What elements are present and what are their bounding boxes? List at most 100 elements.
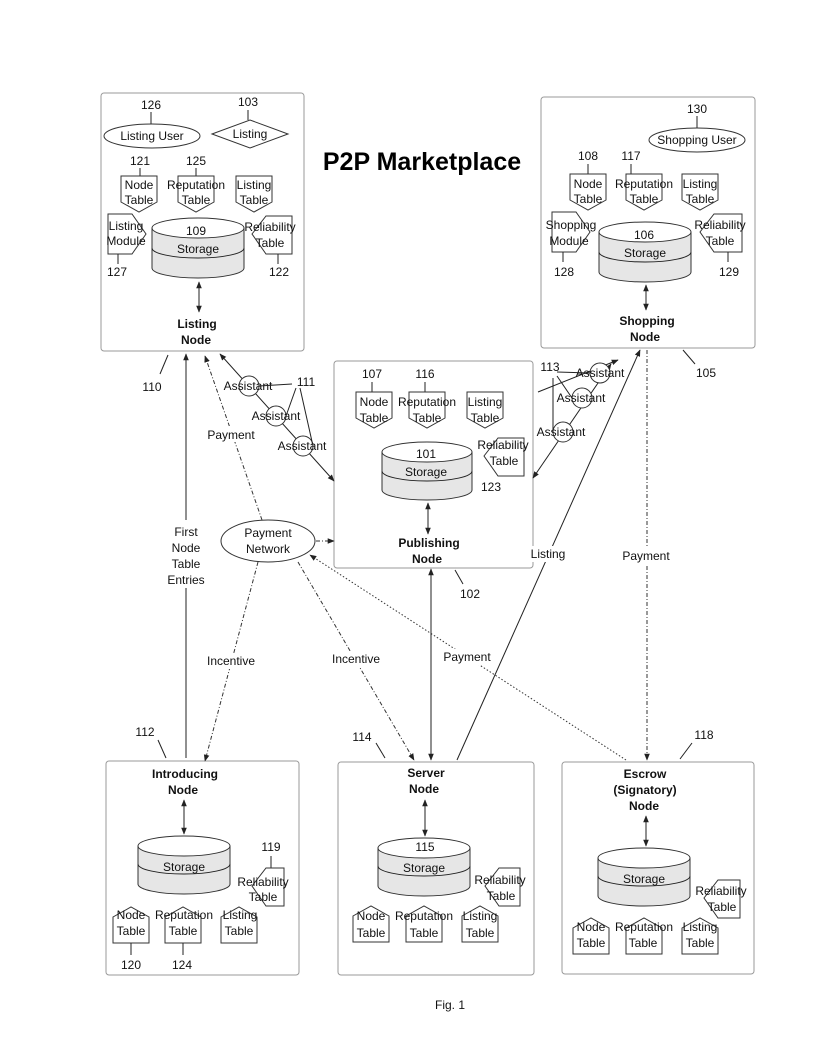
shopping-reliability-l1: Reliability xyxy=(694,218,745,232)
shopping-module-ref: 128 xyxy=(554,265,574,279)
label-first-l1: First xyxy=(174,525,198,539)
listing-node-title-l1: Listing xyxy=(177,317,216,331)
server-node-box xyxy=(337,761,535,976)
shopping-reputation-table-ref: 117 xyxy=(621,149,640,163)
publishing-reliability-table-shape xyxy=(483,437,525,477)
shopping-listing-table-l1: Listing xyxy=(683,177,718,191)
introducing-node-table-ref: 120 xyxy=(121,958,141,972)
listing-listing-table-l1: Listing xyxy=(237,178,272,192)
server-reputation-table-l1: Reputation xyxy=(395,909,453,923)
escrow-node-table-l1: Node xyxy=(577,920,606,934)
escrow-node-title-l1: Escrow xyxy=(624,767,667,781)
shopping-module-shape xyxy=(551,211,591,253)
server-node-group: 114 Server Node 115 Storage Reliability … xyxy=(337,730,535,976)
escrow-storage-label: Storage xyxy=(623,872,665,886)
edge-payment-to-listing xyxy=(204,355,263,521)
server-node-table-l1: Node xyxy=(357,909,386,923)
server-listing-table-l2: Table xyxy=(466,926,495,940)
payment-network-l1: Payment xyxy=(244,526,292,540)
shopping-storage-ref: 106 xyxy=(634,228,654,242)
shopping-node-group: 130 Shopping User 108 Node Table 117 Rep… xyxy=(540,96,756,380)
server-storage-cylinder xyxy=(377,837,471,897)
escrow-node-title-l2: (Signatory) xyxy=(613,783,676,797)
publishing-reliability-ref: 123 xyxy=(481,480,501,494)
publishing-listing-table-l1: Listing xyxy=(468,395,503,409)
listing-user-label: Listing User xyxy=(120,129,183,143)
introducing-storage-cylinder xyxy=(137,835,231,895)
label-first-l3: Table xyxy=(172,557,201,571)
shopping-reliability-table-shape xyxy=(699,213,743,253)
label-listing-shopping: Listing xyxy=(531,547,566,561)
listing-node-group: 126 Listing User 103 Listing 121 Node Ta… xyxy=(100,92,305,394)
publishing-node-group: 107 Node Table 116 Reputation Table List… xyxy=(333,360,534,601)
label-payment-escrow: Payment xyxy=(622,549,670,563)
introducing-node-title-l1: Introducing xyxy=(152,767,218,781)
shopping-node-table-ref: 108 xyxy=(578,149,598,163)
listing-storage-ref: 109 xyxy=(186,224,206,238)
server-node-title-l2: Node xyxy=(409,782,439,796)
diagram-title: P2P Marketplace xyxy=(323,148,521,176)
introducing-node-group: 112 Introducing Node Storage 119 Reliabi… xyxy=(105,725,300,976)
introducing-node-table-l2: Table xyxy=(117,924,146,938)
assistant-label-3: Assistant xyxy=(278,439,327,453)
listing-user-ellipse xyxy=(103,123,201,149)
shopping-listing-table-l2: Table xyxy=(686,192,715,206)
shopping-node-table-l2: Table xyxy=(574,192,603,206)
shopping-node-box xyxy=(540,96,756,349)
listing-reputation-table-l1: Reputation xyxy=(167,178,225,192)
publishing-reputation-table-l2: Table xyxy=(413,411,442,425)
shopping-storage-label: Storage xyxy=(624,246,666,260)
assistant-label-6: Assistant xyxy=(537,425,586,439)
introducing-storage-label: Storage xyxy=(163,860,205,874)
label-payment-server: Payment xyxy=(443,650,491,664)
listing-node-title-l2: Node xyxy=(181,333,211,347)
shopping-user-ellipse xyxy=(648,127,746,153)
listing-module-shape xyxy=(107,213,147,255)
publishing-storage-label: Storage xyxy=(405,465,447,479)
shopping-storage-cylinder xyxy=(598,221,692,283)
listing-reliability-ref: 122 xyxy=(269,265,289,279)
publishing-node-table-l2: Table xyxy=(360,411,389,425)
server-reliability-l1: Reliability xyxy=(474,873,525,887)
escrow-reliability-table-shape xyxy=(703,879,741,919)
label-first-l4: Entries xyxy=(167,573,204,587)
shopping-module-l1: Shopping xyxy=(546,218,597,232)
shopping-reliability-ref: 129 xyxy=(719,265,739,279)
introducing-reputation-table-l2: Table xyxy=(169,924,198,938)
introducing-node-table-l1: Node xyxy=(117,908,146,922)
introducing-listing-table-l1: Listing xyxy=(223,908,258,922)
introducing-node-box xyxy=(105,760,300,976)
publishing-reliability-l2: Table xyxy=(490,454,519,468)
listing-diamond xyxy=(210,119,290,149)
escrow-listing-table-l2: Table xyxy=(686,936,715,950)
publishing-node-table-l1: Node xyxy=(360,395,389,409)
listing-node-table-l2: Table xyxy=(125,193,154,207)
escrow-node-group: 118 Escrow (Signatory) Node Storage Reli… xyxy=(561,728,755,975)
publishing-listing-table-l2: Table xyxy=(471,411,500,425)
shopping-user-label: Shopping User xyxy=(657,133,736,147)
introducing-reliability-l2: Table xyxy=(249,890,278,904)
escrow-node-table-l2: Table xyxy=(577,936,606,950)
shopping-node-title-l1: Shopping xyxy=(619,314,674,328)
introducing-reliability-l1: Reliability xyxy=(237,875,288,889)
listing-reputation-table-ref: 125 xyxy=(186,154,206,168)
listing-reliability-l2: Table xyxy=(256,236,285,250)
escrow-node-box xyxy=(561,761,755,975)
shopping-node-ref: 105 xyxy=(696,366,716,380)
server-reliability-l2: Table xyxy=(487,889,516,903)
server-storage-label: Storage xyxy=(403,861,445,875)
assistant-ref-left: 111 xyxy=(297,375,316,389)
listing-storage-cylinder xyxy=(151,217,245,279)
listing-node-ref: 110 xyxy=(142,380,161,394)
introducing-reputation-table-l1: Reputation xyxy=(155,908,213,922)
listing-module-l2: Module xyxy=(106,234,146,248)
escrow-node-ref: 118 xyxy=(694,728,713,742)
listing-module-l1: Listing xyxy=(109,219,144,233)
introducing-reliability-ref: 119 xyxy=(261,840,280,854)
escrow-reputation-table-l1: Reputation xyxy=(615,920,673,934)
escrow-reliability-l2: Table xyxy=(708,900,737,914)
listing-module-ref: 127 xyxy=(107,265,127,279)
payment-network-ellipse xyxy=(220,519,316,563)
shopping-user-ref: 130 xyxy=(687,102,707,116)
